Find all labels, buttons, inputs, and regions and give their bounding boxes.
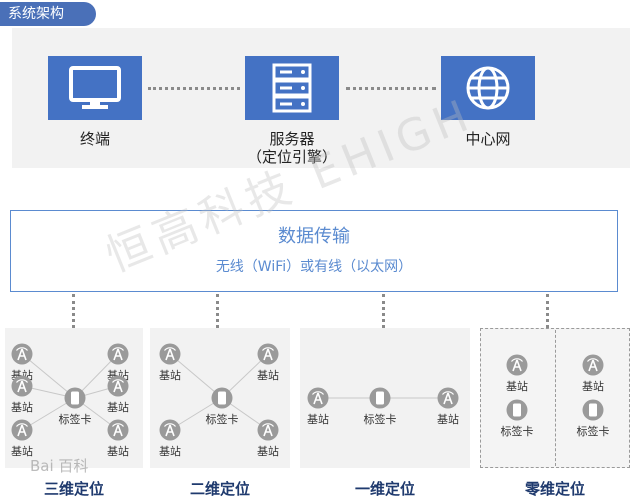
data-transmission-subtitle: 无线（WiFi）或有线（以太网） — [215, 259, 413, 275]
monitor-icon — [69, 66, 121, 109]
terminal-box — [48, 56, 142, 120]
antenna-icon — [11, 375, 33, 401]
station-label: 基站 — [307, 413, 329, 426]
server-icon — [272, 63, 312, 113]
station-label: 基站 — [159, 369, 181, 382]
antenna-icon — [307, 387, 329, 413]
station-label: 基站 — [159, 445, 181, 458]
connector-3d — [72, 294, 75, 328]
mode-label-2d: 二维定位 — [189, 480, 250, 498]
tag-card-icon — [506, 399, 528, 425]
section-title: 系统架构 — [0, 2, 96, 26]
tag-label: 标签卡 — [58, 413, 92, 426]
station-label: 基站 — [582, 380, 604, 393]
station-label: 基站 — [107, 445, 129, 458]
antenna-icon — [11, 343, 33, 369]
station-label: 基站 — [11, 401, 33, 414]
connector-0d — [546, 294, 549, 328]
tag-label: 标签卡 — [576, 425, 610, 438]
connector-terminal-server — [148, 87, 240, 90]
tag-label: 标签卡 — [363, 413, 397, 426]
antenna-icon — [107, 419, 129, 445]
station-label: 基站 — [437, 413, 459, 426]
server-label: 服务器 — [269, 130, 315, 148]
tag-label: 标签卡 — [205, 413, 239, 426]
station-label: 基站 — [257, 445, 279, 458]
tag-card-icon — [211, 387, 233, 413]
station-label: 基站 — [257, 369, 279, 382]
antenna-icon — [11, 419, 33, 445]
tag-label: 标签卡 — [500, 425, 534, 438]
terminal-label: 终端 — [79, 130, 110, 148]
server-box — [245, 56, 339, 120]
tag-card-icon — [369, 387, 391, 413]
data-transmission-box — [10, 210, 618, 292]
mode-label-3d: 三维定位 — [43, 480, 104, 498]
mode-label-0d: 零维定位 — [524, 480, 585, 498]
antenna-icon — [159, 343, 181, 369]
panel-0d-divider — [555, 330, 556, 466]
antenna-icon — [107, 375, 129, 401]
station-label: 基站 — [11, 445, 33, 458]
globe-icon — [466, 66, 510, 110]
center-network-box — [441, 56, 535, 120]
antenna-icon — [582, 354, 604, 380]
server-sublabel: （定位引擎） — [246, 148, 337, 166]
center-network-label: 中心网 — [465, 130, 511, 148]
antenna-icon — [437, 387, 459, 413]
connector-2d — [216, 294, 219, 328]
antenna-icon — [107, 343, 129, 369]
antenna-icon — [506, 354, 528, 380]
connector-1d — [382, 294, 385, 328]
station-label: 基站 — [506, 380, 528, 393]
antenna-icon — [159, 419, 181, 445]
baidu-watermark: Bai 百科 — [30, 457, 89, 475]
connector-server-center — [346, 87, 436, 90]
tag-card-icon — [64, 387, 86, 413]
mode-label-1d: 一维定位 — [354, 480, 415, 498]
station-label: 基站 — [107, 401, 129, 414]
data-transmission-title: 数据传输 — [278, 226, 350, 247]
antenna-icon — [257, 419, 279, 445]
tag-card-icon — [582, 399, 604, 425]
antenna-icon — [257, 343, 279, 369]
